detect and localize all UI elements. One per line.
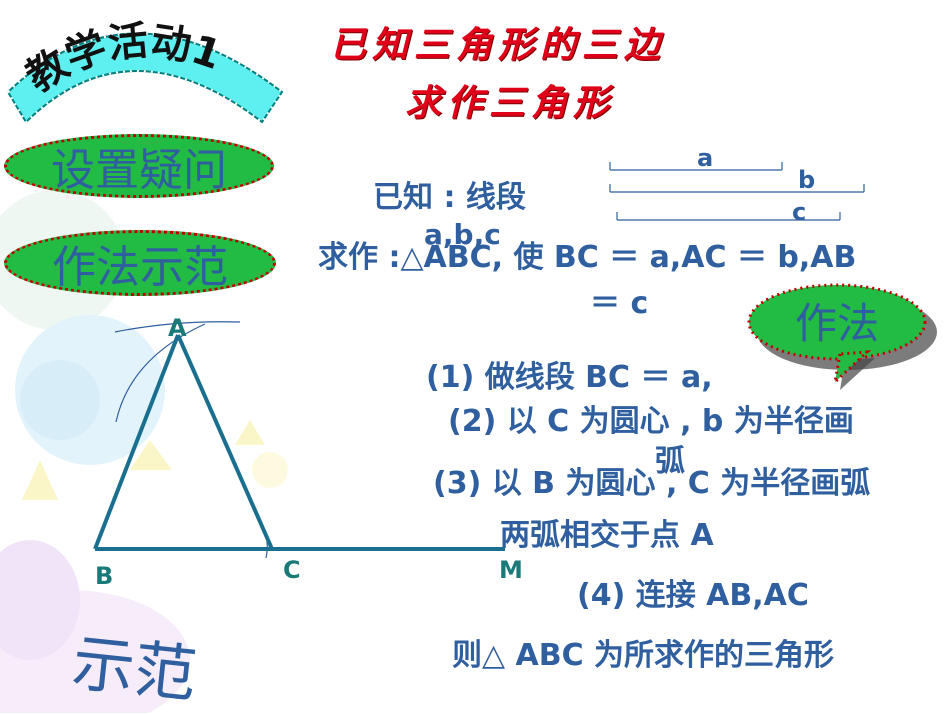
step-1: (1) 做线段 BC ＝ a,: [426, 360, 713, 395]
given-label: 已知 : 线段: [373, 180, 526, 215]
demo-method-button-label: 作法示范: [52, 242, 228, 293]
step-2-tail: 弧: [655, 444, 685, 479]
segment-c-label: c: [792, 198, 807, 226]
arc-from-b: [114, 321, 241, 333]
arc-from-c: [115, 323, 206, 423]
step-4: (4) 连接 AB,AC: [577, 578, 809, 613]
segment-b-label: b: [798, 166, 816, 194]
title-line1: 已知三角形的三边: [330, 24, 667, 66]
question-button[interactable]: 设置疑问: [4, 134, 274, 198]
conclusion: 则△ ABC 为所求作的三角形: [452, 638, 835, 673]
side-ac: [176, 334, 274, 550]
method-bubble: [747, 283, 937, 390]
task-line1: 求作 :△ABC, 使 BC ＝ a,AC ＝ b,AB: [318, 240, 857, 275]
point-a-label: A: [168, 314, 187, 342]
side-ab: [93, 334, 180, 550]
demo-method-button[interactable]: 作法示范: [4, 230, 276, 296]
step-3: (3) 以 B 为圆心 , C 为半径画弧: [433, 466, 871, 501]
activity-badge: 教学活动1: [6, 18, 284, 124]
step-3b: 两弧相交于点 A: [500, 518, 714, 553]
segment-a-label: a: [697, 144, 714, 172]
activity-badge-label: 教学活动1: [18, 18, 226, 101]
demo-label: 示范: [68, 625, 200, 712]
point-m-label: M: [499, 556, 523, 584]
question-button-label: 设置疑问: [51, 145, 227, 196]
method-bubble-label: 作法: [795, 299, 880, 348]
given-segments-diagram: [609, 162, 865, 221]
point-b-label: B: [95, 562, 114, 590]
given-segments-text: a,b,c: [424, 218, 501, 251]
triangle-figure: [93, 321, 505, 559]
task-line2: ＝ c: [590, 286, 649, 321]
step-2: (2) 以 C 为圆心 , b 为半径画: [448, 404, 854, 439]
point-c-label: C: [283, 556, 301, 584]
title-line2: 求作三角形: [405, 82, 616, 124]
